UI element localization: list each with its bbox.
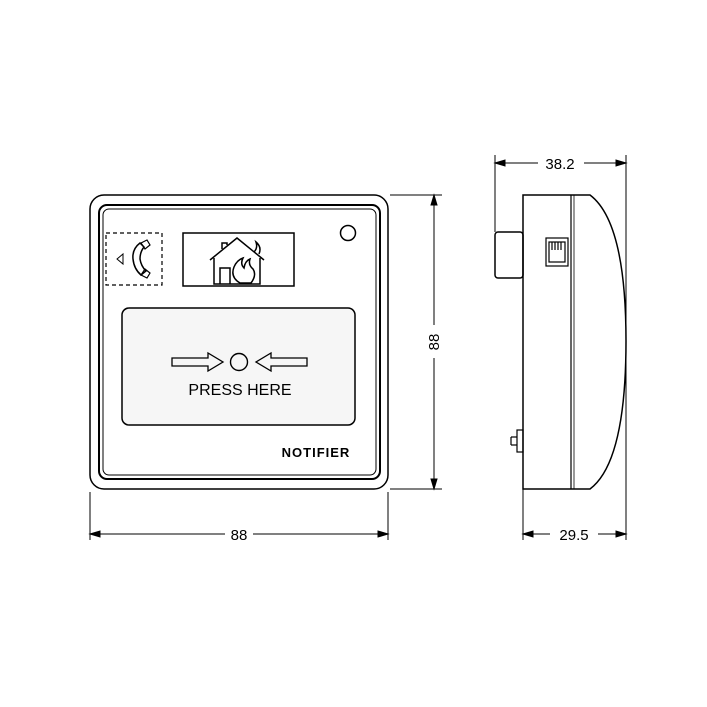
press-panel[interactable]	[121, 307, 356, 426]
press-here-label: PRESS HERE	[188, 382, 291, 399]
telephone-handset-icon	[116, 239, 151, 279]
side-body-outline	[522, 194, 627, 490]
side-bottom-value: 29.5	[559, 527, 588, 544]
front-inner-frame-2	[102, 208, 377, 476]
front-inner-frame	[98, 204, 381, 480]
house-fire-icon	[209, 237, 265, 285]
front-view	[89, 194, 389, 490]
arrow-left-icon	[254, 351, 308, 373]
front-height-dimension	[390, 193, 442, 491]
front-width-dimension	[88, 492, 390, 540]
side-view	[494, 194, 627, 490]
side-bottom-dimension	[521, 355, 628, 540]
brand-label: NOTIFIER	[282, 445, 351, 460]
arrow-right-icon	[171, 351, 225, 373]
press-point[interactable]	[229, 352, 249, 372]
front-width-value: 88	[231, 527, 248, 544]
side-screw-detail	[510, 429, 524, 453]
front-outer-housing	[89, 194, 389, 490]
side-top-value: 38.2	[545, 156, 574, 173]
side-rear-stub	[494, 231, 524, 279]
rj-jack-icon	[545, 237, 569, 267]
phone-jack-box	[105, 232, 163, 286]
led-indicator-icon	[339, 224, 357, 242]
side-top-dimension	[493, 155, 628, 330]
fire-symbol-window	[182, 232, 295, 287]
front-height-value: 88	[426, 334, 443, 351]
